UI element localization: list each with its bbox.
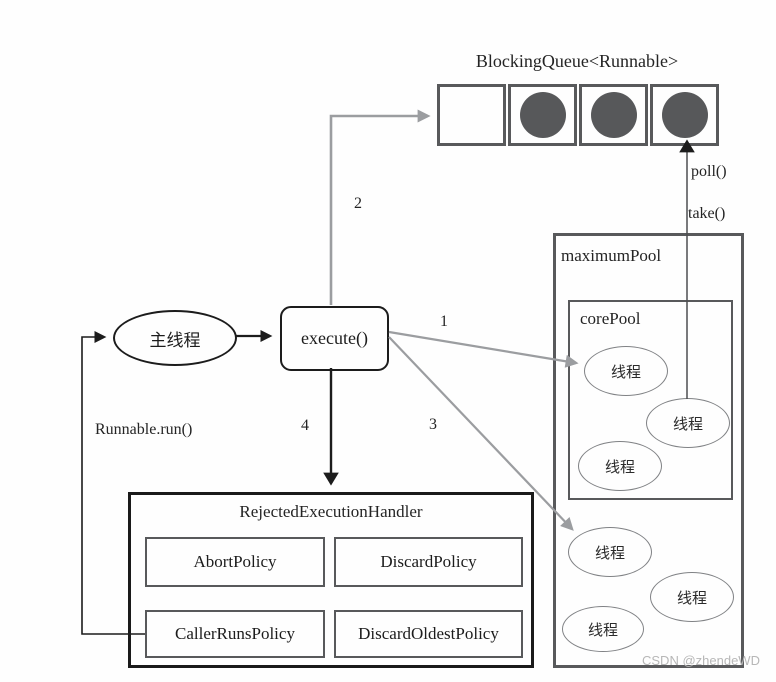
thread-label: 线程 [610,364,641,381]
main-thread-ellipse: 主线程 [113,310,237,366]
execute-label: execute() [301,328,368,348]
thread-label: 线程 [594,545,625,562]
policy-box-caller-runs: CallerRunsPolicy [145,610,325,658]
thread-label: 线程 [604,459,635,476]
task-circle [661,92,708,138]
take-label: take() [688,205,726,222]
core-pool-label: corePool [580,309,641,328]
thread-ellipse: 线程 [578,441,662,491]
thread-ellipse: 线程 [562,606,644,652]
policy-label: CallerRunsPolicy [175,624,295,643]
policy-box-discard-oldest: DiscardOldestPolicy [334,610,523,658]
step-3-label: 3 [429,416,437,433]
step-2-label: 2 [354,195,362,212]
policy-label: AbortPolicy [193,552,277,571]
thread-ellipse: 线程 [584,346,668,396]
poll-label: poll() [691,163,727,180]
thread-ellipse: 线程 [646,398,730,448]
core-dispatch-arrow [388,330,579,368]
watermark: CSDN @zhendeWD [642,653,760,668]
main-thread-label: 主线程 [149,330,201,350]
runnable-run-label: Runnable.run() [95,421,193,438]
rejected-execution-handler-title: RejectedExecutionHandler [239,502,423,521]
queue-slot [579,84,648,146]
task-circle [519,92,566,138]
task-circle [590,92,637,138]
thread-label: 线程 [676,590,707,607]
policy-box-discard: DiscardPolicy [334,537,523,587]
execute-box: execute() [280,306,389,371]
policy-label: DiscardOldestPolicy [358,624,499,643]
thread-ellipse: 线程 [568,527,652,577]
queue-slot [437,84,506,146]
policy-box-abort: AbortPolicy [145,537,325,587]
policy-label: DiscardPolicy [380,552,477,571]
blocking-queue-title: BlockingQueue<Runnable> [475,51,679,71]
queue-slot [508,84,577,146]
blocking-queue [437,84,719,146]
queue-slot [650,84,719,146]
thread-label: 线程 [672,416,703,433]
thread-ellipse: 线程 [650,572,734,622]
enqueue-arrow [329,109,431,305]
maximum-pool-label: maximumPool [561,246,662,265]
step-1-label: 1 [440,313,448,330]
thread-label: 线程 [587,622,618,639]
step-4-label: 4 [301,417,309,434]
